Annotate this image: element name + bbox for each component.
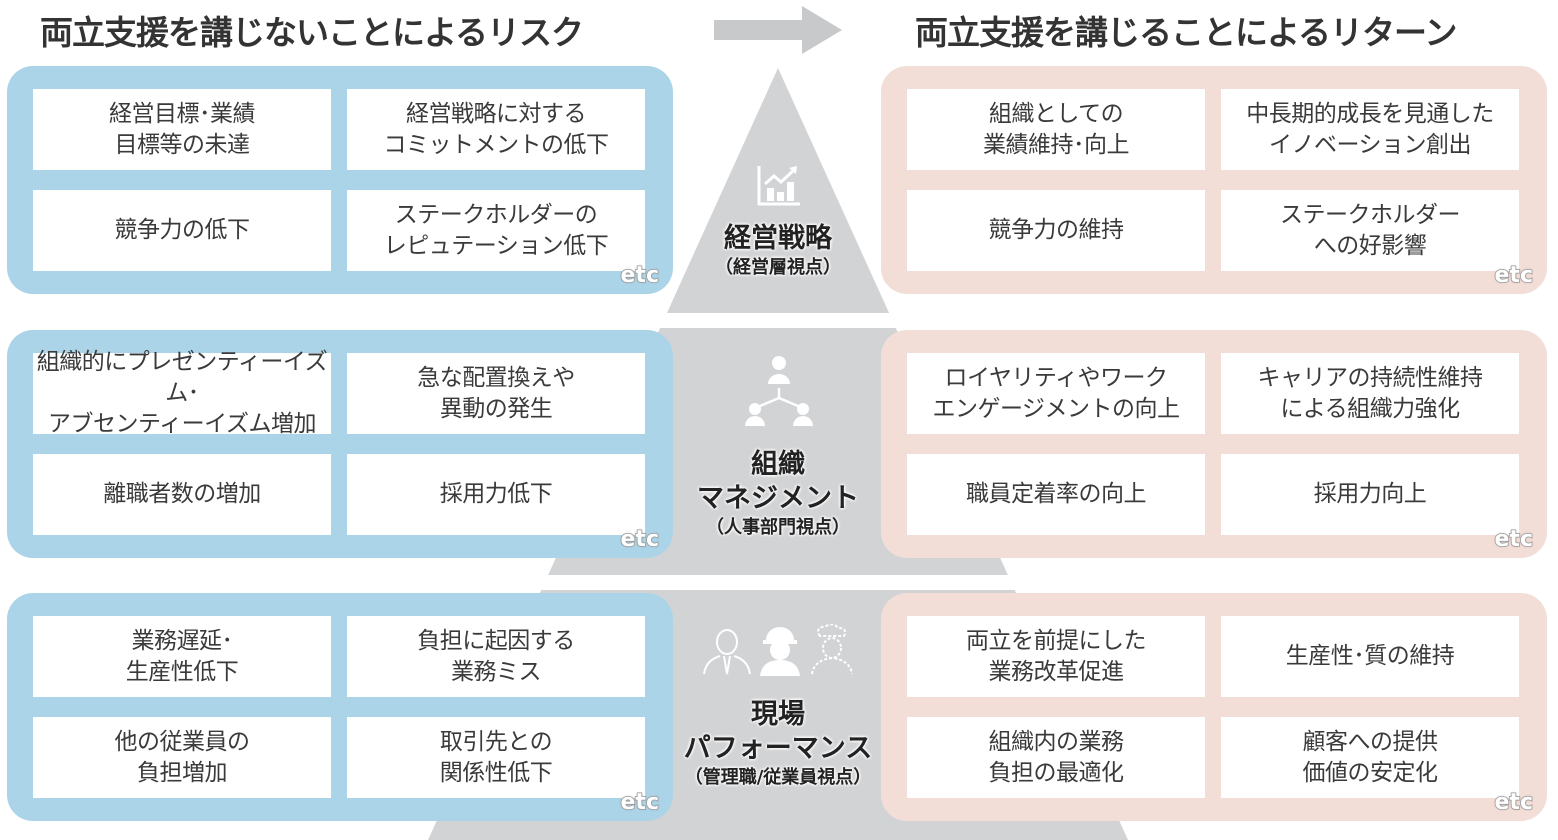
etc-label: etc [1494, 526, 1534, 553]
level-field-performance: 現場 パフォーマンス （管理職/従業員視点） [668, 698, 888, 790]
risk-item: 離職者数の増加 [33, 454, 331, 535]
etc-label: etc [1494, 789, 1534, 816]
return-item: 顧客への提供 価値の安定化 [1221, 717, 1519, 798]
return-panel: 組織としての 業績維持･向上中長期的成長を見通した イノベーション創出競争力の維… [881, 66, 1547, 294]
org-structure-icon [745, 356, 813, 426]
risk-item: 競争力の低下 [33, 190, 331, 271]
risk-item: 業務遅延･ 生産性低下 [33, 616, 331, 697]
risk-item: 採用力低下 [347, 454, 645, 535]
level-subtitle: （人事部門視点） [706, 517, 850, 538]
return-item: 両立を前提にした 業務改革促進 [907, 616, 1205, 697]
risk-item: 経営目標･業績 目標等の未達 [33, 89, 331, 170]
return-panel: ロイヤリティやワーク エンゲージメントの向上キャリアの持続性維持 による組織力強… [881, 330, 1547, 558]
return-item: 採用力向上 [1221, 454, 1519, 535]
risk-item: 経営戦略に対する コミットメントの低下 [347, 89, 645, 170]
risk-panel: 業務遅延･ 生産性低下負担に起因する 業務ミス他の従業員の 負担増加取引先との … [7, 593, 673, 821]
return-panel: 両立を前提にした 業務改革促進生産性･質の維持組織内の業務 負担の最適化顧客への… [881, 593, 1547, 821]
risk-item: ステークホルダーの レピュテーション低下 [347, 190, 645, 271]
level-title: 組織 マネジメント [697, 449, 859, 514]
risk-item: 組織的にプレゼンティーイズム･ アブセンティーイズム増加 [33, 349, 331, 437]
etc-label: etc [1494, 262, 1534, 289]
return-item: 中長期的成長を見通した イノベーション創出 [1221, 89, 1519, 170]
risk-panel: 経営目標･業績 目標等の未達経営戦略に対する コミットメントの低下競争力の低下ス… [7, 66, 673, 294]
return-item: 組織内の業務 負担の最適化 [907, 717, 1205, 798]
level-title: 経営戦略 [724, 223, 832, 254]
arrow-right-icon [714, 6, 842, 54]
etc-label: etc [620, 789, 660, 816]
return-item: ステークホルダー への好影響 [1221, 190, 1519, 271]
risk-item: 取引先との 関係性低下 [347, 717, 645, 798]
return-item: 組織としての 業績維持･向上 [907, 89, 1205, 170]
level-management-strategy: 経営戦略 （経営層視点） [678, 222, 878, 280]
risk-panel: 組織的にプレゼンティーイズム･ アブセンティーイズム増加急な配置換えや 異動の発… [7, 330, 673, 558]
level-subtitle: （経営層視点） [715, 257, 841, 278]
risk-title: 両立支援を講じないことによるリスク [40, 13, 584, 52]
workers-icon [703, 624, 853, 676]
etc-label: etc [620, 262, 660, 289]
risk-item: 急な配置換えや 異動の発生 [347, 353, 645, 434]
return-item: 生産性･質の維持 [1221, 616, 1519, 697]
return-title: 両立支援を講じることによるリターン [915, 13, 1457, 52]
level-title: 現場 パフォーマンス [683, 699, 873, 764]
level-organization-management: 組織 マネジメント （人事部門視点） [678, 448, 878, 540]
chart-growth-icon [757, 166, 800, 206]
return-item: ロイヤリティやワーク エンゲージメントの向上 [907, 353, 1205, 434]
return-item: 競争力の維持 [907, 190, 1205, 271]
level-subtitle: （管理職/従業員視点） [684, 767, 872, 788]
return-item: キャリアの持続性維持 による組織力強化 [1221, 353, 1519, 434]
etc-label: etc [620, 526, 660, 553]
risk-item: 他の従業員の 負担増加 [33, 717, 331, 798]
return-item: 職員定着率の向上 [907, 454, 1205, 535]
risk-item: 負担に起因する 業務ミス [347, 616, 645, 697]
